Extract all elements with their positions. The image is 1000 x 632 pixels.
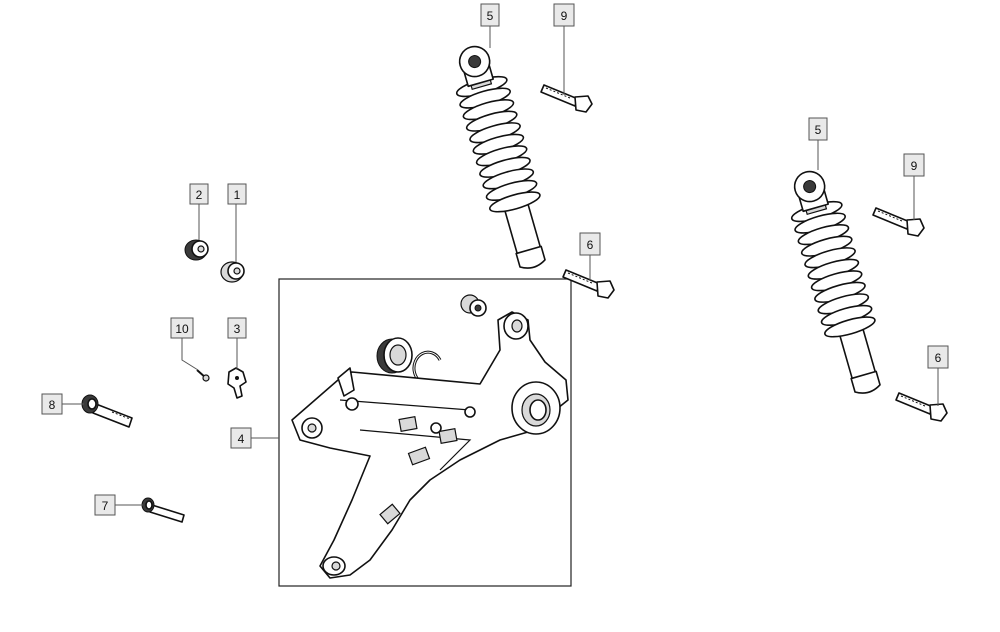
svg-text:7: 7	[102, 499, 109, 513]
svg-text:4: 4	[238, 432, 245, 446]
leader-lines	[62, 26, 939, 506]
svg-text:1: 1	[234, 188, 241, 202]
callout-2: 2	[189, 183, 209, 205]
svg-text:8: 8	[49, 398, 56, 412]
callout-8: 8	[41, 393, 63, 415]
bolt-part-6-right[interactable]	[895, 392, 948, 422]
callout-5-center: 5	[480, 3, 500, 27]
callout-10: 10	[170, 317, 194, 339]
bolt-part-6-center[interactable]	[562, 269, 615, 299]
bolt-part-9-right[interactable]	[872, 207, 925, 237]
svg-text:9: 9	[911, 159, 918, 173]
bushing-part-2[interactable]	[184, 239, 209, 261]
callout-3: 3	[227, 317, 247, 339]
bushing-part-1[interactable]	[220, 261, 245, 283]
callout-9-center: 9	[553, 3, 575, 27]
bolt-part-7[interactable]	[141, 497, 185, 523]
callout-6-right: 6	[927, 345, 949, 369]
callout-6-center: 6	[579, 232, 601, 256]
svg-text:6: 6	[935, 351, 942, 365]
shock-absorber-part-5-right[interactable]	[781, 165, 894, 399]
callout-9-right: 9	[903, 153, 925, 177]
callout-1: 1	[227, 183, 247, 205]
svg-text:2: 2	[196, 188, 203, 202]
swing-arm-part-4[interactable]	[291, 294, 569, 579]
bolt-part-9-upper-left[interactable]	[540, 84, 593, 113]
swing-arm-group-frame	[278, 278, 572, 587]
callout-4: 4	[230, 427, 252, 449]
callout-5-right: 5	[808, 117, 828, 141]
svg-text:6: 6	[587, 238, 594, 252]
small-screw-part-10[interactable]	[196, 369, 210, 382]
callout-7: 7	[94, 494, 116, 516]
swing-arm-body	[291, 311, 569, 579]
swing-arm-bearing	[376, 337, 413, 374]
svg-text:10: 10	[175, 322, 189, 336]
shock-absorber-part-5-center[interactable]	[446, 40, 559, 274]
swing-arm-bushing	[460, 294, 487, 317]
spring-coil	[489, 191, 541, 213]
svg-text:9: 9	[561, 9, 568, 23]
spring-coil	[824, 316, 876, 338]
svg-text:5: 5	[487, 9, 494, 23]
clip-bracket-part-3[interactable]	[227, 367, 247, 399]
long-bolt-part-8[interactable]	[81, 394, 133, 428]
svg-text:3: 3	[234, 322, 241, 336]
svg-text:5: 5	[815, 123, 822, 137]
